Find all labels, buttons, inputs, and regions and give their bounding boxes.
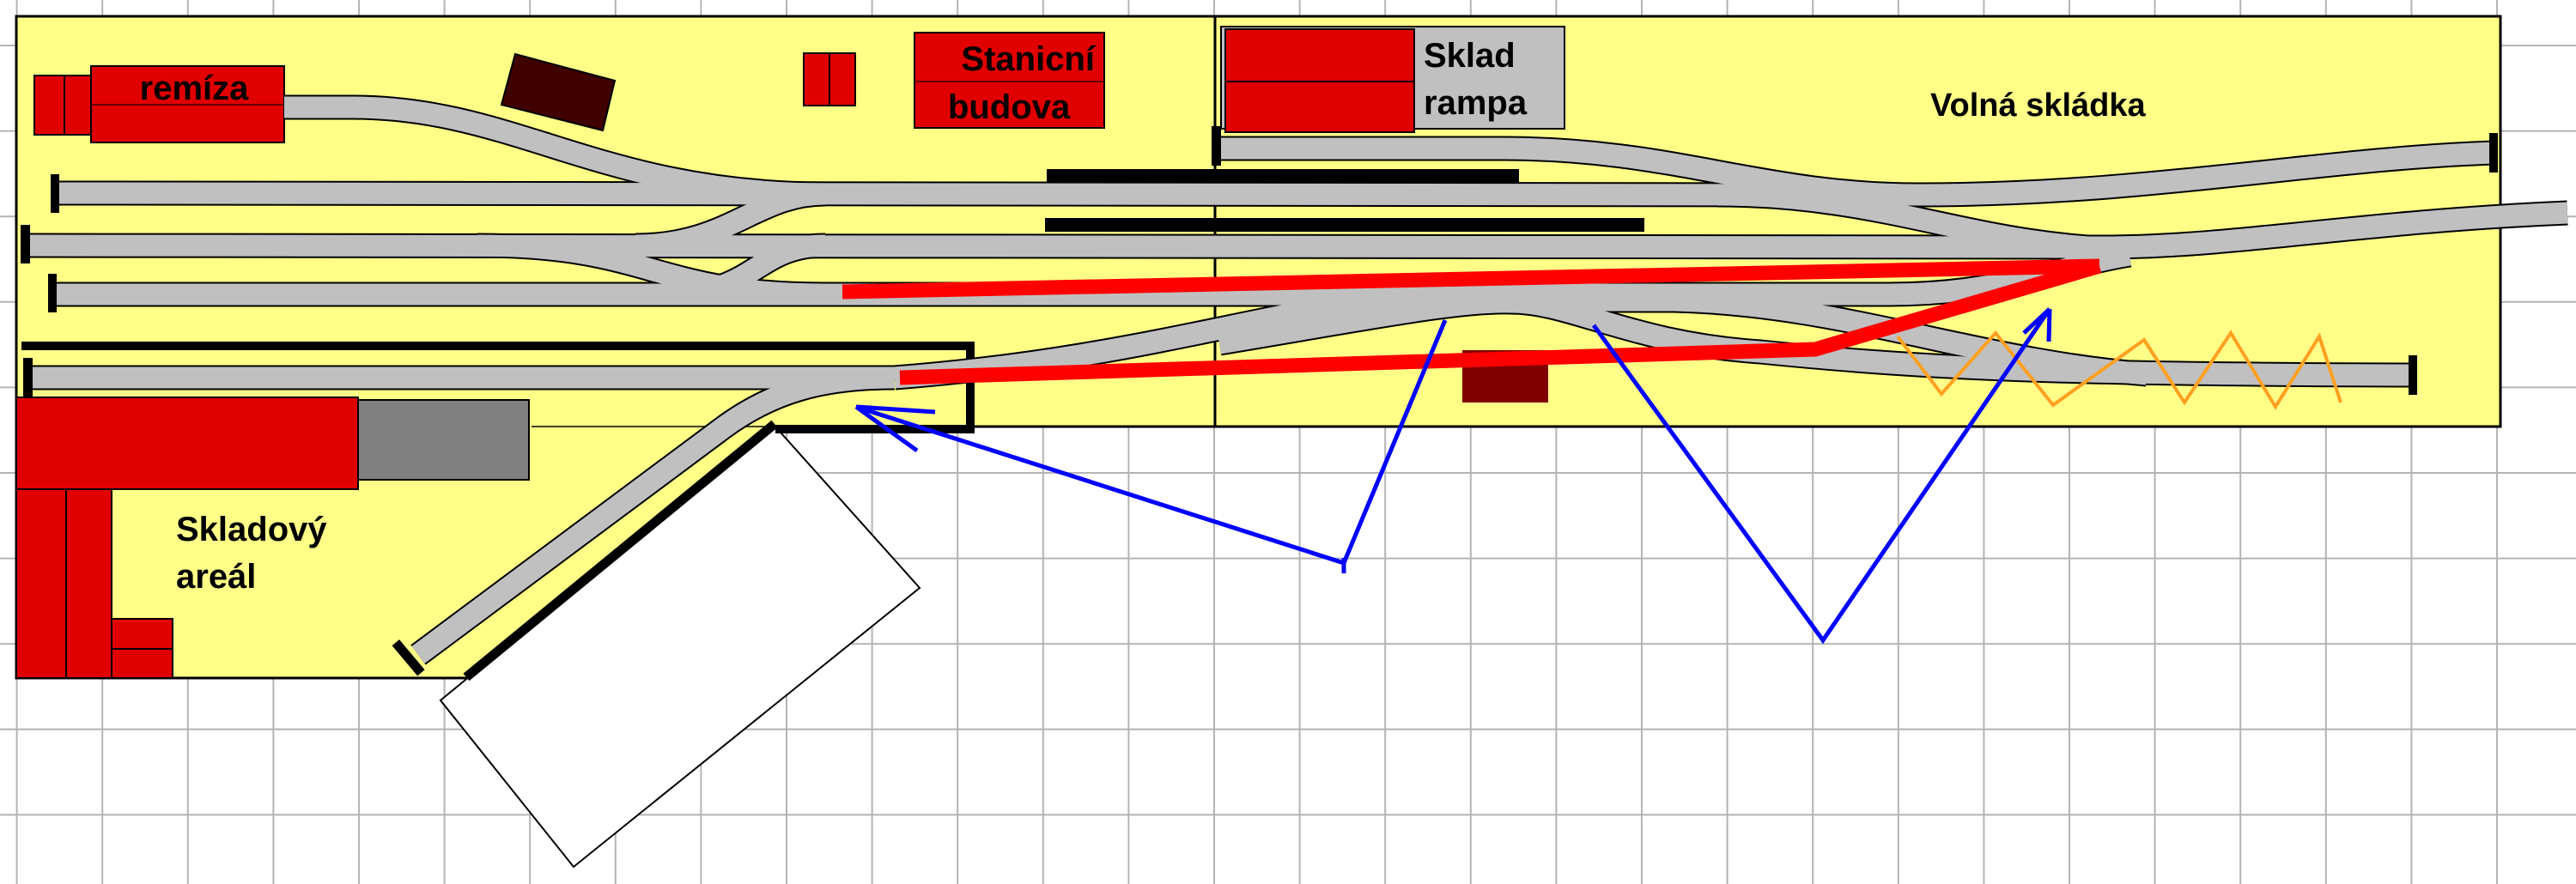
buffer-stops <box>21 126 2498 676</box>
loop-track-3 <box>1674 289 2148 385</box>
warehouse-siding <box>1221 137 1920 206</box>
tracks <box>25 94 2568 665</box>
warehouse-label-1: Sklad <box>1424 37 1516 75</box>
station-building[interactable]: Stanicní budova <box>914 32 1105 129</box>
route-red-lower <box>899 258 2102 385</box>
platform-1 <box>1047 169 1519 183</box>
track-2 <box>25 202 2568 258</box>
small-building <box>803 52 856 106</box>
crossover-a <box>477 234 826 306</box>
station-label-2: budova <box>948 88 1071 126</box>
route-orange-zigzag <box>1896 330 2342 410</box>
dark-building <box>500 52 617 132</box>
module-edge-wall <box>463 420 778 681</box>
crossover-b <box>667 234 826 306</box>
platform-2 <box>1045 218 1644 232</box>
engine-shed-lead <box>284 96 826 205</box>
route-red-upper <box>841 258 2100 300</box>
storage-branch <box>411 366 896 664</box>
engine-shed-label: remíza <box>140 70 249 107</box>
storage-area-label-2: areál <box>176 558 256 596</box>
storage-fence <box>21 342 975 433</box>
open-storage-label: Volná skládka <box>1930 88 2147 124</box>
station-label-1: Stanicní <box>961 40 1096 78</box>
crossover-c <box>635 183 826 257</box>
warehouse-ramp[interactable]: Sklad rampa <box>1220 26 1565 133</box>
route-blue-2 <box>1591 307 2052 645</box>
track-3 <box>52 244 2132 306</box>
crossover-d <box>1716 184 2130 260</box>
route-blue-1 <box>854 319 1448 573</box>
warehouse-label-2: rampa <box>1424 84 1528 122</box>
storage-area-label-1: Skladový <box>176 511 327 548</box>
engine-shed[interactable]: remíza <box>33 65 285 143</box>
track-1 <box>54 142 2494 206</box>
storage-area-buildings[interactable] <box>15 397 530 679</box>
